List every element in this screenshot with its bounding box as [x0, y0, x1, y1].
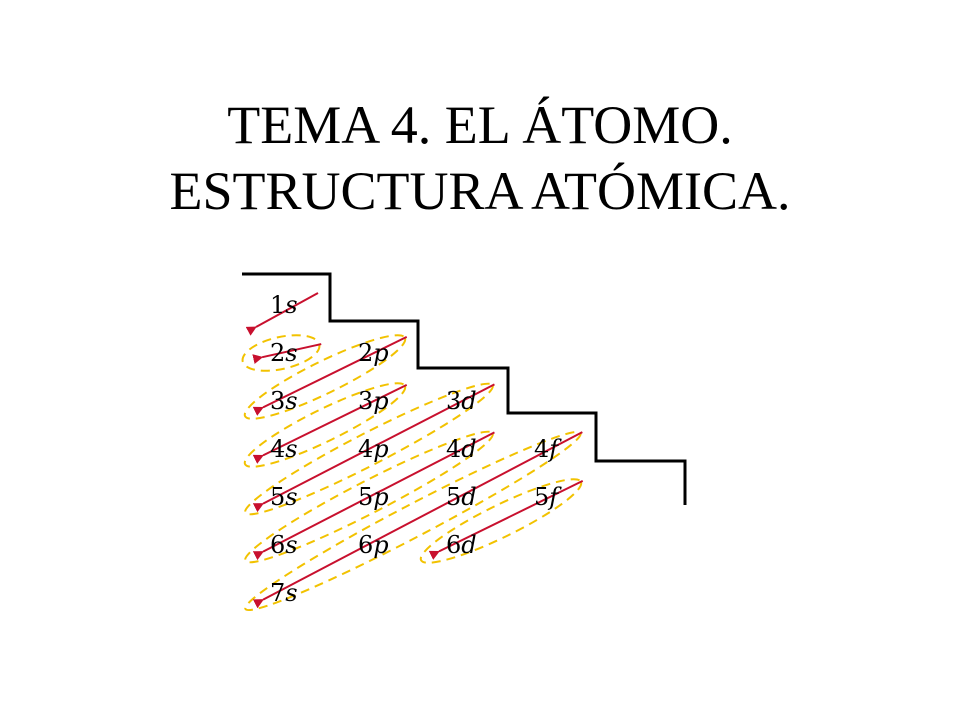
arrow-group-8 — [428, 480, 584, 560]
orbital-label-7s: 7s — [270, 579, 298, 607]
orbital-label-5f: 5f — [534, 483, 562, 511]
arrow-group-2 — [252, 343, 322, 365]
orbital-label-6d: 6d — [446, 531, 477, 559]
orbital-label-3d: 3d — [446, 387, 477, 415]
orbital-label-1s: 1s — [270, 291, 298, 319]
arrow-group-1 — [245, 292, 319, 336]
orbital-label-5s: 5s — [270, 483, 298, 511]
filling-arrows — [245, 292, 584, 609]
arrow-group-3 — [252, 336, 408, 416]
arrow-group-4 — [252, 384, 408, 464]
arrow-group-7 — [252, 431, 583, 609]
orbital-label-5d: 5d — [446, 483, 477, 511]
orbital-labels: 1s 2s 2p 3s 3p 3d 4s 4p 4d 4f 5s 5p 5d 5f 6s 6p 6d 7s — [270, 291, 562, 607]
orbital-label-2p: 2p — [358, 339, 389, 367]
title-line-1: TEMA 4. EL ÁTOMO. — [227, 95, 733, 155]
orbital-label-3p: 3p — [358, 387, 389, 415]
orbital-label-4p: 4p — [358, 435, 389, 463]
orbital-label-5p: 5p — [358, 483, 389, 511]
orbital-label-6p: 6p — [358, 531, 389, 559]
page-title: TEMA 4. EL ÁTOMO. ESTRUCTURA ATÓMICA. — [0, 92, 960, 224]
stair-line — [242, 272, 687, 505]
arrow-group-5 — [252, 383, 495, 513]
orbital-label-4d: 4d — [446, 435, 477, 463]
orbital-label-6s: 6s — [270, 531, 298, 559]
title-line-2: ESTRUCTURA ATÓMICA. — [169, 161, 791, 221]
stair-outline — [242, 272, 687, 505]
orbital-label-3s: 3s — [270, 387, 298, 415]
arrow-group-6 — [252, 431, 495, 561]
orbital-label-4s: 4s — [270, 435, 298, 463]
orbital-label-2s: 2s — [270, 339, 298, 367]
orbital-label-4f: 4f — [534, 435, 562, 463]
